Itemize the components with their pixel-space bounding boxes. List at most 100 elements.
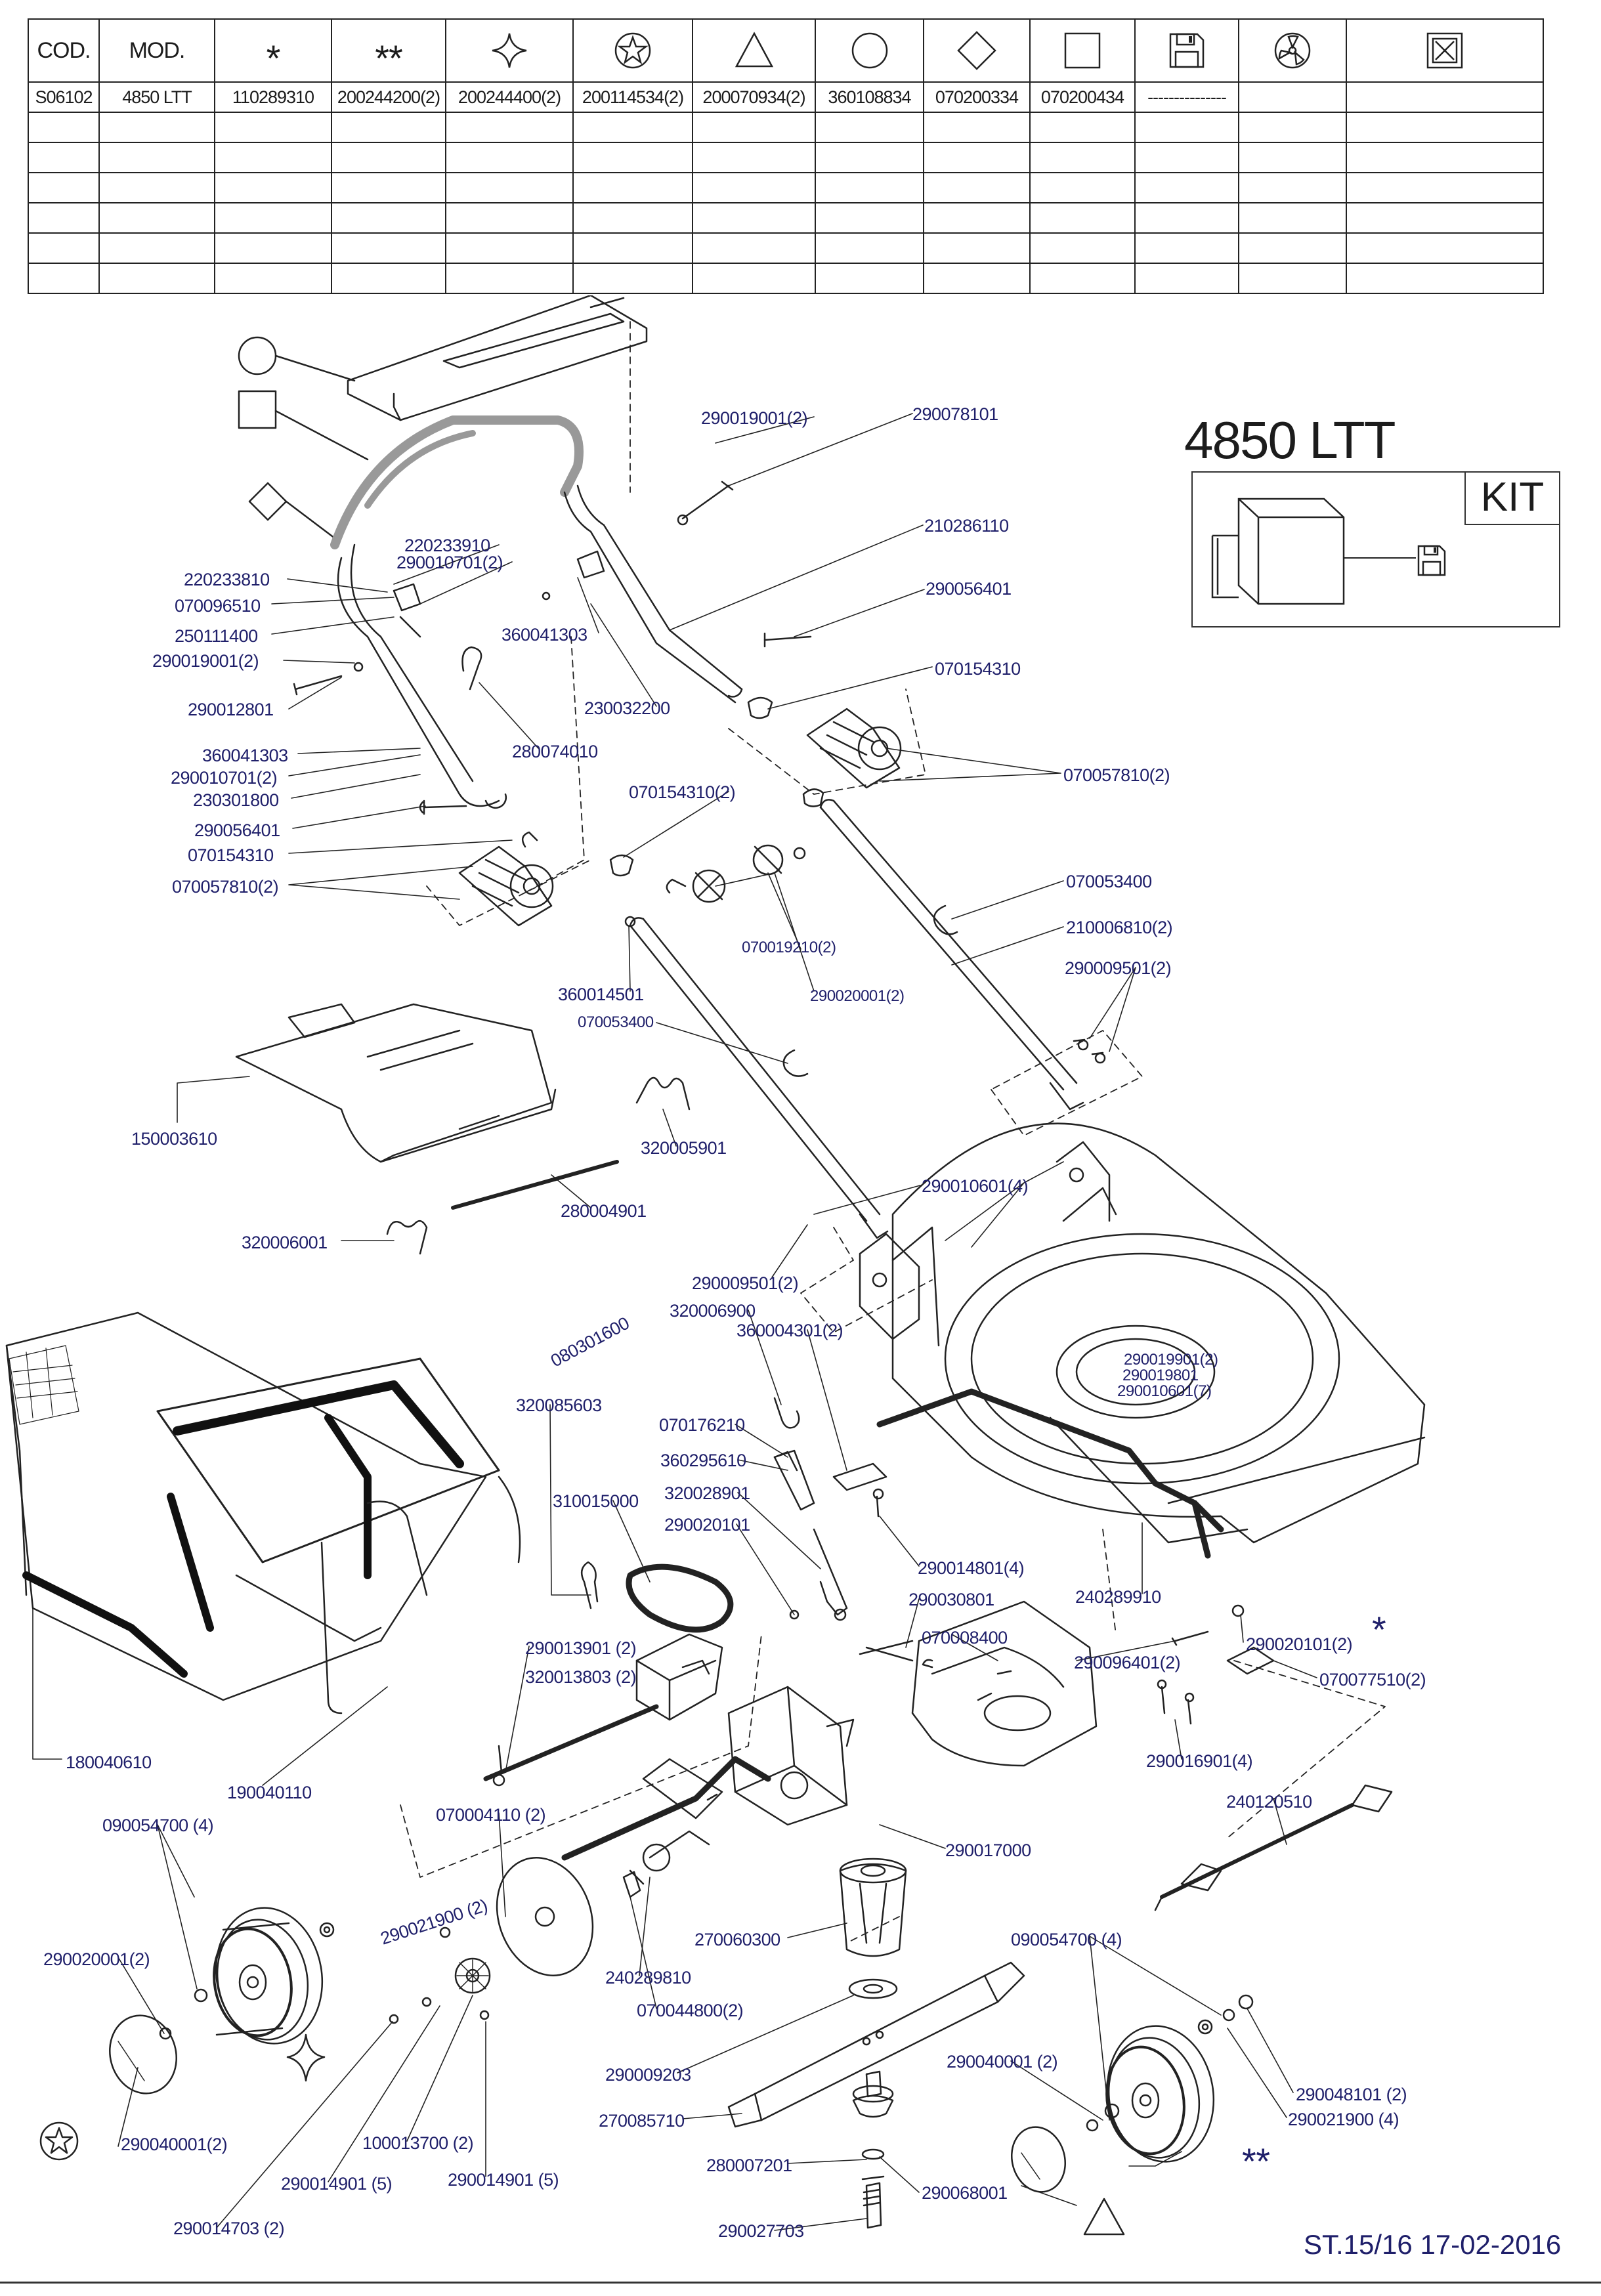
spring-320085603 xyxy=(580,1561,599,1609)
spring-320005901 xyxy=(635,1076,691,1111)
deck-dashed-outline xyxy=(1102,1529,1386,1839)
gearbox-dashed-outline xyxy=(400,1634,900,1944)
table-row-empty xyxy=(28,202,1544,234)
table-cell: 200244200(2) xyxy=(331,81,446,113)
part-label: 180040610 xyxy=(66,1753,152,1772)
part-label: 290014703 (2) xyxy=(173,2219,285,2238)
cable-hook xyxy=(461,646,482,691)
part-label: 100013700 (2) xyxy=(362,2133,474,2153)
part-label: 270085710 xyxy=(599,2111,685,2131)
part-label: 290020001(2) xyxy=(810,987,905,1005)
part-label: 290019001(2) xyxy=(701,408,808,428)
part-label: 280004901 xyxy=(561,1201,647,1221)
part-label: 070154310 xyxy=(188,845,274,865)
part-label: 250111400 xyxy=(175,626,258,646)
part-label: 230301800 xyxy=(193,790,279,810)
wheel-washers-left xyxy=(159,1922,335,2040)
part-label: 090054700 (4) xyxy=(1011,1930,1122,1949)
grass-bag-lid xyxy=(235,1003,557,1163)
rear-guard-070008400 xyxy=(859,1600,1098,1767)
triangle-icon xyxy=(692,18,816,83)
rear-wheel-right xyxy=(1105,2025,1215,2163)
part-label: 360041303 xyxy=(502,625,587,645)
kit-mulching-plug-drawing xyxy=(1211,498,1446,605)
part-label: 240289910 xyxy=(1075,1587,1161,1607)
part-label: 280074010 xyxy=(512,742,598,761)
single-star-icon: * xyxy=(214,18,332,83)
handle-dashed-outline xyxy=(800,1030,1143,1333)
header-cod: COD. xyxy=(28,18,100,83)
part-label: 290096401(2) xyxy=(1074,1653,1181,1672)
part-label: 290014801(4) xyxy=(918,1558,1025,1578)
table-cell: --------------- xyxy=(1134,81,1239,113)
handle-top-cover xyxy=(347,294,648,421)
part-label: 290020101(2) xyxy=(1246,1634,1353,1654)
triangle-icon xyxy=(1083,2198,1125,2236)
part-label: 070008400 xyxy=(922,1628,1008,1648)
part-label: 070176210 xyxy=(659,1415,745,1435)
part-label: 290010701(2) xyxy=(396,553,503,572)
drive-bracket xyxy=(727,1686,855,1826)
cap-right xyxy=(747,696,773,719)
upper-handle-bar xyxy=(330,415,743,809)
circle-icon xyxy=(815,18,924,83)
adjustment-knob-lower xyxy=(458,831,554,927)
bushing-070044800 xyxy=(622,1871,641,1898)
screws-290016901 xyxy=(1157,1679,1195,1725)
lever-320028901 xyxy=(789,1528,848,1621)
handle-bolt-left xyxy=(293,662,364,696)
part-label: 320006900 xyxy=(670,1301,756,1321)
part-label: 090054700 (4) xyxy=(102,1816,214,1835)
part-label: 290020101 xyxy=(664,1515,750,1535)
fan-wheel-icon xyxy=(1238,18,1347,83)
table-row: S06102 4850 LTT 110289310 200244200(2) 2… xyxy=(28,81,1544,113)
bolt-290014801 xyxy=(872,1488,884,1518)
part-label: 150003610 xyxy=(131,1129,217,1149)
footer-divider xyxy=(0,2282,1601,2284)
part-label: 290056401 xyxy=(194,820,280,840)
blade-adapter-270060300 xyxy=(839,1858,907,1957)
part-label: 070004110 (2) xyxy=(436,1805,546,1825)
part-label: 290020001(2) xyxy=(43,1949,150,1969)
front-wheel-left xyxy=(213,1907,324,2045)
handle-bolt-lower-left xyxy=(419,799,467,815)
kit-box: KIT xyxy=(1191,471,1560,627)
header-mod: MOD. xyxy=(98,18,215,83)
part-label: 290048101 (2) xyxy=(1296,2085,1407,2104)
part-label: 290009203 xyxy=(605,2065,691,2085)
floppy-disk-icon xyxy=(1134,18,1239,83)
part-label: 290009501(2) xyxy=(692,1273,799,1293)
lever-360295610 xyxy=(773,1449,815,1511)
part-label: 290030801 xyxy=(908,1590,994,1609)
part-label: 290017000 xyxy=(945,1840,1031,1860)
part-label: 290021900 (4) xyxy=(1288,2110,1399,2129)
table-cell: 200244400(2) xyxy=(445,81,574,113)
part-label: 290014901 (5) xyxy=(448,2170,559,2190)
part-label: 220233910 xyxy=(404,536,490,555)
table-cell: 070200434 xyxy=(1029,81,1136,113)
wheel-washers-right xyxy=(1086,1994,1254,2132)
grass-bag-mesh xyxy=(9,1345,79,1425)
mower-deck xyxy=(891,1122,1426,1544)
four-point-star-icon xyxy=(445,18,574,83)
part-label: 220233810 xyxy=(184,570,270,589)
handle-bolt-top xyxy=(677,480,734,526)
spring-320006001 xyxy=(386,1220,428,1255)
part-label: 240289810 xyxy=(605,1968,691,1988)
washer-290020101 xyxy=(1231,1604,1245,1617)
kit-marker-single-star: * xyxy=(1372,1609,1386,1650)
part-label: 290014901 (5) xyxy=(281,2174,393,2194)
lower-handle-bar-right xyxy=(819,799,1084,1111)
part-label: 360004301(2) xyxy=(736,1321,843,1340)
circled-star-icon xyxy=(39,2121,79,2161)
sheet-code: ST.15/16 17-02-2016 xyxy=(1304,2229,1562,2260)
part-label: 070053400 xyxy=(1066,872,1152,891)
part-label: 190040110 xyxy=(227,1783,312,1802)
square-symbol-callout xyxy=(238,390,369,461)
kit-marker-double-star: ** xyxy=(1242,2140,1270,2182)
part-label: 070154310 xyxy=(935,659,1021,679)
part-label: 290019801 xyxy=(1122,1367,1199,1384)
part-label: 360295610 xyxy=(660,1451,746,1470)
model-title: 4850 LTT xyxy=(1184,411,1396,469)
table-cell: 070200334 xyxy=(923,81,1031,113)
